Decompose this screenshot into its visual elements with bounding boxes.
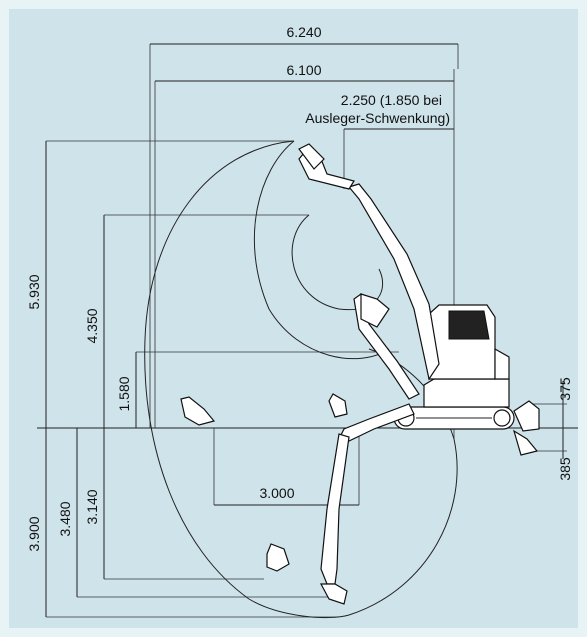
bucket-top [298,143,325,170]
track-wheel-rear [493,409,511,427]
reach-envelope-outer [144,140,350,619]
excavator-working-range-diagram: 6.240 6.100 2.250 (1.850 bei Ausleger-Sc… [26,24,578,619]
upper-body [423,378,510,408]
bucket-ground-left [180,396,216,426]
dim-3000-label: 3.000 [259,485,294,501]
bucket-bottom [320,583,348,605]
dozer-blade-up [513,400,540,432]
dim-385-label: 385 [557,457,573,481]
dim-3480-label: 3.480 [57,501,73,536]
dim-6240-label: 6.240 [286,24,321,40]
engine-cover [494,347,510,380]
cab-window [448,310,490,340]
dim-2250-label: 2.250 (1.850 bei [341,92,442,108]
dim-5930-label: 5.930 [26,274,42,309]
dim-1580-label: 1.580 [116,376,132,411]
dim-2250-label-2: Ausleger-Schwenkung) [305,110,450,126]
arm-down [320,433,350,585]
dim-375-label: 375 [557,377,573,401]
bucket-near-ground [328,393,348,418]
reach-envelope-innermost [291,214,384,311]
diagram-frame: 6.240 6.100 2.250 (1.850 bei Ausleger-Sc… [9,9,578,628]
bucket-mid-depth [266,543,290,572]
boom-raised [347,183,440,381]
dim-3140-label: 3.140 [84,489,100,524]
reach-envelope-lower-right [348,348,458,616]
dim-4350-label: 4.350 [84,308,100,343]
dim-6100-label: 6.100 [286,62,321,78]
dim-3900-label: 3.900 [26,516,42,551]
reach-envelope-inner [253,140,390,360]
bucket-mid [360,293,390,328]
dozer-blade-down [512,429,539,456]
